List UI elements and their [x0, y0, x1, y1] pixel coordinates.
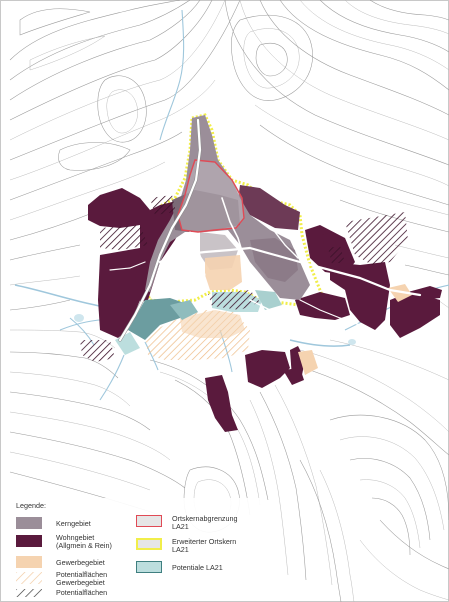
- la21-potential-area: [170, 300, 198, 320]
- roads: [109, 118, 422, 342]
- residential-area: [283, 368, 304, 385]
- potential-area: [150, 195, 176, 215]
- legend-label-gewerbegebiet: Gewerbegebiet: [56, 558, 105, 567]
- core-area-dark: [250, 238, 298, 282]
- residential-area: [205, 375, 238, 432]
- water-bodies: [74, 314, 356, 345]
- legend: Legende: Kerngebiet Wohngebiet (Allgmein…: [12, 498, 262, 598]
- residential-area: [238, 185, 300, 230]
- residential-area: [390, 292, 440, 338]
- residential-area: [295, 292, 350, 320]
- commercial-area: [298, 350, 318, 375]
- la21-potential-area: [255, 290, 282, 310]
- potential-area: [345, 212, 408, 265]
- extended-core-boundary: [140, 113, 324, 307]
- legend-swatch-ortskernabgrenzung: [136, 515, 162, 527]
- legend-label-wohngebiet: Wohngebiet (Allgmein & Rein): [56, 533, 112, 551]
- potential-area: [208, 290, 260, 310]
- legend-swatch-potential-wohn: [16, 589, 42, 597]
- contour-lines: [9, 0, 449, 602]
- legend-label-potential-gewerbe: Potentialflächen Gewerbegebiet: [56, 570, 108, 588]
- legend-swatch-wohngebiet: [16, 535, 42, 547]
- potential-commercial-area: [180, 310, 245, 338]
- legend-label-ortskernabgrenzung: Ortskernabgrenzung LA21: [172, 514, 238, 532]
- zoning-areas: [80, 113, 442, 432]
- residential-area: [245, 350, 290, 388]
- legend-label-erweiterter-ortskern: Erweiterter Ortskern LA21: [172, 537, 237, 555]
- commercial-area: [205, 255, 242, 290]
- legend-swatch-potentiale-la21: [136, 561, 162, 573]
- legend-swatch-gewerbegebiet: [16, 556, 42, 568]
- potential-area: [328, 246, 345, 264]
- commercial-area: [388, 284, 412, 302]
- residential-area: [330, 262, 390, 330]
- potential-area: [80, 340, 115, 362]
- legend-swatch-kerngebiet: [16, 517, 42, 529]
- legend-label-kerngebiet: Kerngebiet: [56, 519, 91, 528]
- legend-swatch-erweiterter-ortskern: [136, 538, 162, 550]
- legend-swatch-potential-gewerbe: [16, 572, 42, 584]
- potential-area: [100, 225, 148, 250]
- residential-area: [88, 188, 150, 228]
- legend-label-potentiale-la21: Potentiale LA21: [172, 563, 223, 572]
- residential-area: [408, 286, 442, 300]
- legend-label-potential-wohn: Potentialflächen: [56, 588, 108, 597]
- legend-title: Legende:: [16, 501, 46, 510]
